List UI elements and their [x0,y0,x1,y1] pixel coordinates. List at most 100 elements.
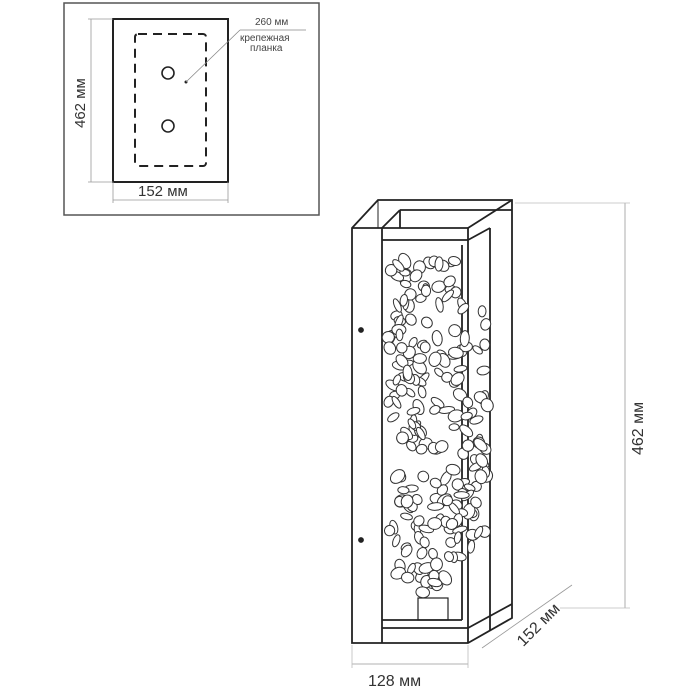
leader-line [185,29,241,83]
pebble [470,496,482,509]
pebble [459,330,470,348]
pebble [480,318,492,331]
pebble [415,586,430,599]
pebble [401,571,415,584]
pebble [419,341,431,354]
pebble [392,374,402,386]
mount-view-frame [63,2,320,216]
pebble [457,303,470,315]
pebble [427,502,445,511]
pebble [400,494,414,509]
pebble [445,537,457,548]
pebble [476,365,491,376]
bracket-label-line1: крепежная [240,33,290,44]
pebble [459,424,474,438]
pebble [391,395,402,409]
pebble [428,351,442,367]
pebble [427,577,443,588]
pebble [383,524,396,537]
mount-hole-top [161,66,175,80]
pebble [435,297,444,313]
pebble [443,275,456,288]
bracket-label-line2: планка [250,43,283,54]
mount-plate [112,18,229,183]
pebble [397,486,410,495]
pebble [409,269,423,283]
pebble [447,255,462,267]
pebble [429,477,442,489]
pebble [396,431,409,445]
pebble [443,551,455,563]
pebble [461,439,475,452]
pebble [460,411,473,421]
pebble [431,330,443,347]
pebble [445,518,459,530]
pebble [395,384,408,397]
pebble [463,483,476,492]
pebble [462,396,474,409]
pebble [405,313,417,326]
pebble [434,256,444,272]
pebble [473,437,488,452]
pebble [480,398,494,413]
pebble [417,470,430,483]
pebble [420,284,432,297]
pebble [421,316,433,329]
lamp-body [351,199,513,644]
pebble [396,342,408,354]
pebble [406,406,421,416]
crystal-pebbles [381,252,494,599]
bracket-size-label: 260 мм [255,17,289,28]
pebble [448,324,462,338]
pebble [479,338,491,351]
pebble [453,531,462,544]
pebble [406,440,417,452]
pebble [473,525,484,539]
lamp-depth-dim [481,584,573,649]
pebble [453,491,470,499]
pebble [445,463,461,476]
pebble [387,412,400,423]
pebble [415,443,428,455]
mount-height-label: 462 мм [72,78,89,128]
pebble [412,353,427,364]
pebble [399,293,409,307]
pebble [389,469,406,484]
lamp-height-label: 462 мм [630,401,647,455]
pebble [453,365,468,373]
pebble [448,423,460,431]
lamp-width-label: 128 мм [368,673,422,690]
pebble [400,512,413,521]
pebble [413,515,425,527]
pebble [430,557,443,572]
pebble [441,289,454,303]
mount-width-label: 152 мм [138,183,188,200]
pebble [419,536,430,549]
mount-hole-bottom [161,119,175,133]
pebble [395,328,404,342]
bracket-outline [134,33,207,167]
pebble [450,372,465,386]
pebble [429,405,441,415]
pebble [383,341,397,355]
pebble [448,346,464,359]
pebble [441,495,454,507]
pebble [415,426,426,441]
pebble [472,345,483,355]
pebble [392,534,401,548]
pebble [407,418,417,430]
pebble [411,493,423,506]
pebble [434,440,449,453]
pebble [474,469,488,485]
pebble [400,279,412,289]
pebble [475,453,489,468]
pebble [392,259,405,272]
pebble [427,517,443,530]
pebble [400,544,413,558]
pebble [417,385,427,399]
pebble [402,364,413,381]
pebble [477,305,487,318]
pebble [383,395,395,408]
